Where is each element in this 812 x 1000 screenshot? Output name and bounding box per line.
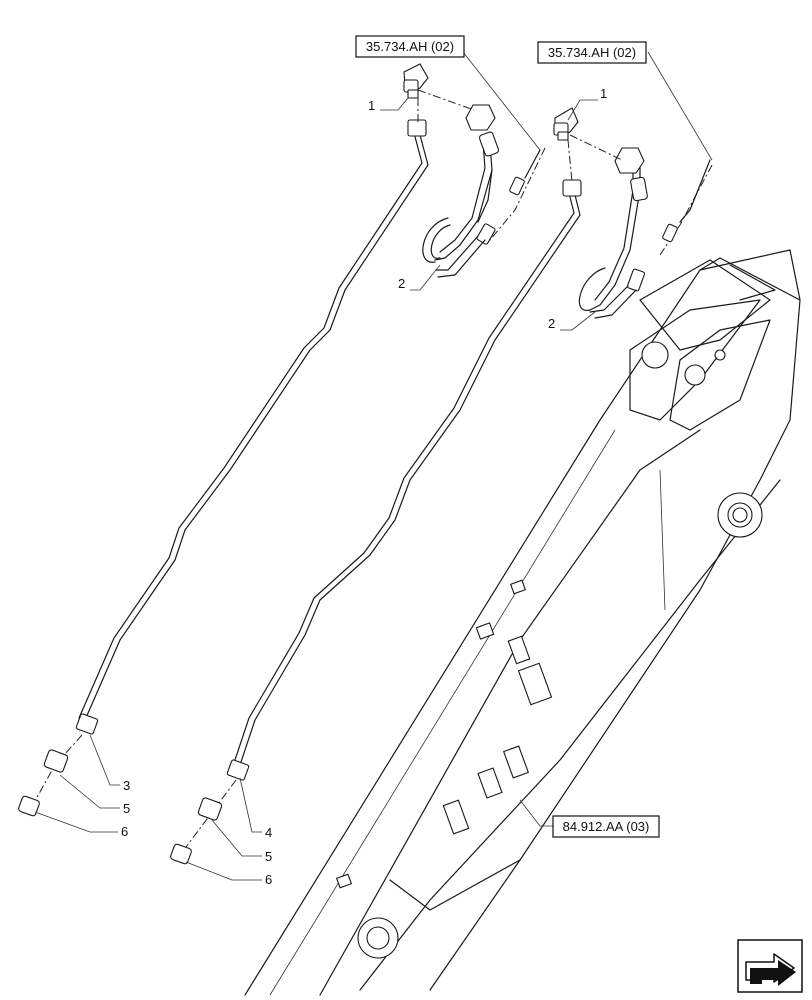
right-hose-top-nut [614,147,645,174]
boom-arm [244,249,801,996]
callout-2-left: 2 [398,276,405,291]
reference-label: 84.912.AA (03) [563,819,650,834]
callout-3: 3 [123,778,130,793]
assembly-line [569,134,623,161]
left-union-fitting [43,749,69,773]
reference-label: 35.734.AH (02) [548,45,636,60]
right-bottom-fittings [170,779,237,865]
leader-lines [34,51,713,881]
left-tube-nut-top [407,119,427,137]
callout-1-left: 1 [368,98,375,113]
callout-4: 4 [265,825,272,840]
callout-5-left: 5 [123,801,130,816]
left-tube-nut-bottom [75,713,99,735]
assembly-line [417,89,475,111]
right-tube-nut-bottom [226,759,250,781]
left-plug-fitting [18,795,40,817]
reference-box-boom[interactable]: 84.912.AA (03) [552,815,660,838]
right-plug-fitting [170,843,192,865]
right-union-fitting [197,797,223,821]
left-tube [75,119,429,735]
reference-box-top-left[interactable]: 35.734.AH (02) [355,35,465,58]
left-hose [422,104,546,278]
assembly-line [567,139,573,183]
left-bottom-fittings [18,734,83,817]
right-hose [509,147,713,319]
callout-6-right: 6 [265,872,272,887]
callout-1-right: 1 [600,86,607,101]
callout-5-right: 5 [265,849,272,864]
right-elbow-fitting [553,107,579,141]
next-page-arrow-icon[interactable] [737,939,803,993]
callout-6-left: 6 [121,824,128,839]
reference-box-top-right[interactable]: 35.734.AH (02) [537,41,647,64]
reference-label: 35.734.AH (02) [366,39,454,54]
left-hose-top-nut [465,104,496,131]
right-tube-nut-top [562,179,582,197]
right-tube [226,179,582,781]
left-elbow-fitting [403,63,429,99]
callout-2-right: 2 [548,316,555,331]
